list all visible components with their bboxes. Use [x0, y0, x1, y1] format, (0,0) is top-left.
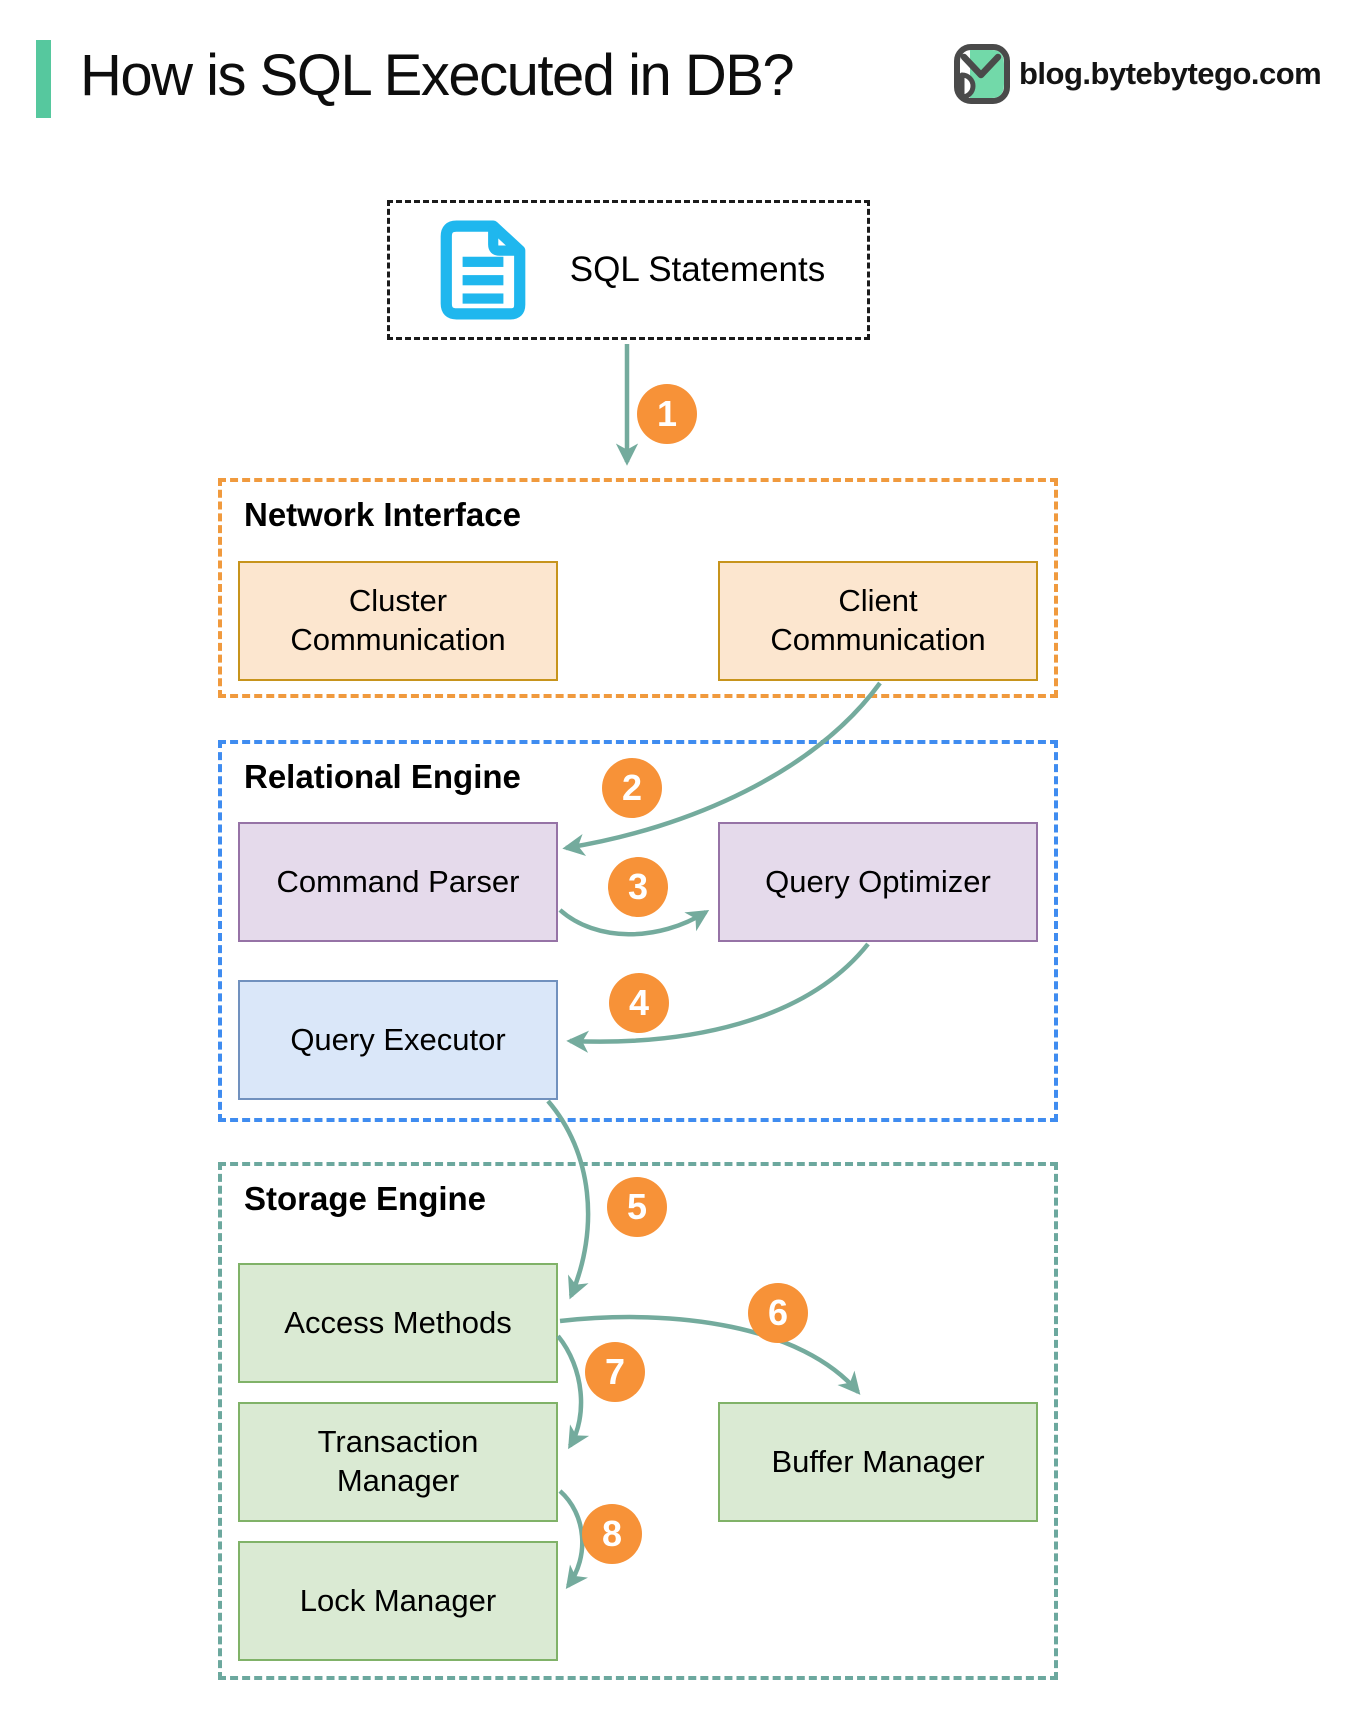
network-interface-label: Network Interface: [244, 496, 521, 533]
sql-statements-label: SQL Statements: [569, 250, 826, 289]
sql-statements-box: SQL Statements: [387, 200, 870, 340]
step-badge-6: 6: [748, 1283, 808, 1343]
box-client-communication: Client Communication: [718, 561, 1038, 681]
relational-engine-label: Relational Engine: [244, 758, 521, 795]
step-badge-2: 2: [602, 758, 662, 818]
box-lock-manager: Lock Manager: [238, 1541, 558, 1661]
bytebytego-bird-logo-icon: [950, 42, 1014, 106]
title-accent-bar: [36, 40, 51, 118]
step-badge-7: 7: [585, 1342, 645, 1402]
box-buffer-manager: Buffer Manager: [718, 1402, 1038, 1522]
page-title: How is SQL Executed in DB?: [80, 43, 795, 108]
sql-document-icon: [432, 219, 534, 321]
brand-url-text: blog.bytebytego.com: [1019, 56, 1322, 91]
storage-engine-container: Storage Engine: [218, 1162, 1058, 1680]
storage-engine-label: Storage Engine: [244, 1180, 487, 1217]
box-access-methods: Access Methods: [238, 1263, 558, 1383]
step-badge-4: 4: [609, 973, 669, 1033]
step-badge-8: 8: [582, 1504, 642, 1564]
box-query-executor: Query Executor: [238, 980, 558, 1100]
step-badge-1: 1: [637, 384, 697, 444]
box-command-parser: Command Parser: [238, 822, 558, 942]
brand: blog.bytebytego.com: [950, 42, 1322, 106]
step-badge-5: 5: [607, 1177, 667, 1237]
step-badge-3: 3: [608, 857, 668, 917]
box-query-optimizer: Query Optimizer: [718, 822, 1038, 942]
box-transaction-manager: Transaction Manager: [238, 1402, 558, 1522]
box-cluster-communication: Cluster Communication: [238, 561, 558, 681]
